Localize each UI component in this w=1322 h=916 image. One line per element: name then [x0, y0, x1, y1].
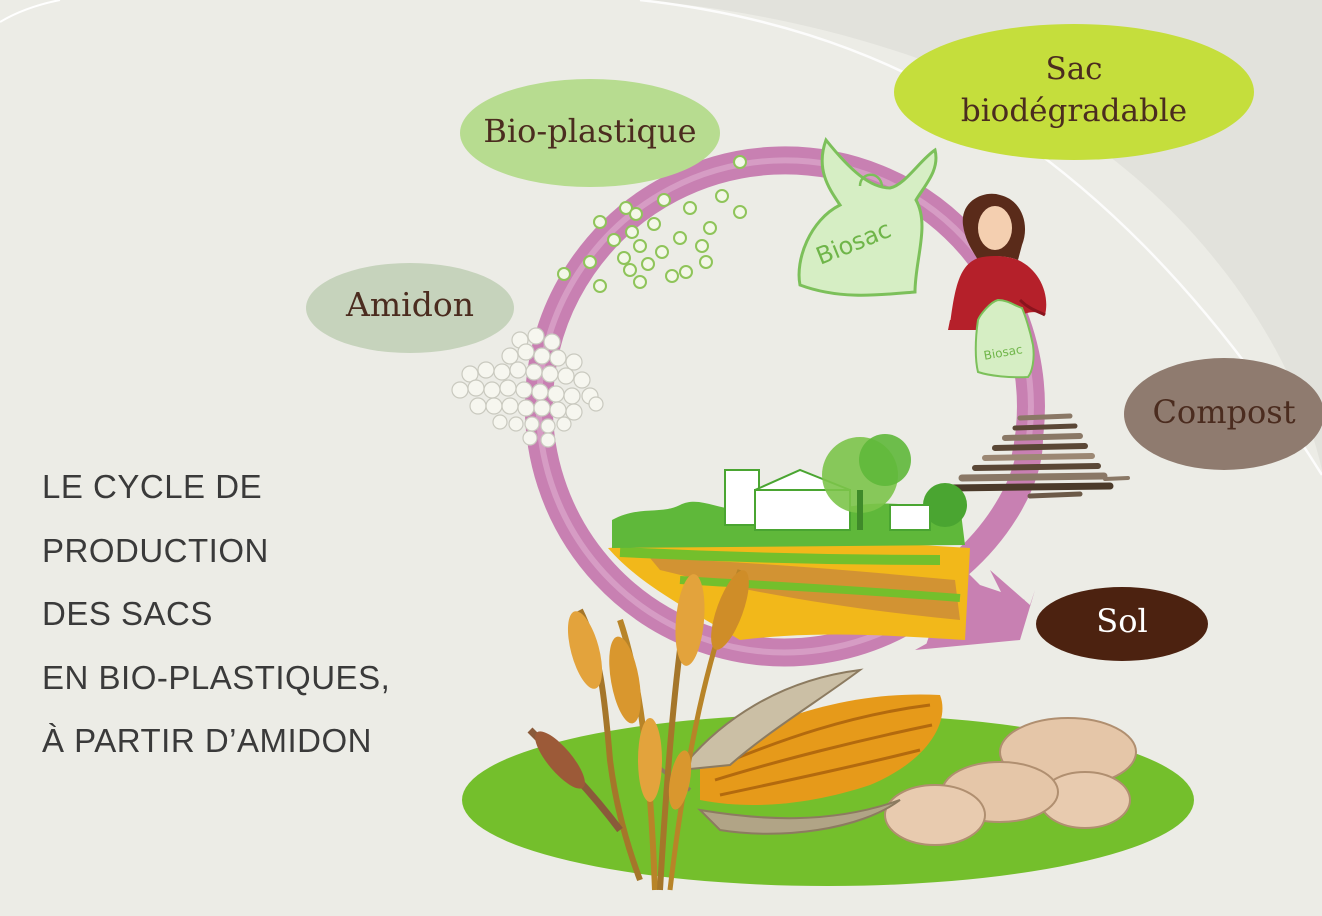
title-line-2: PRODUCTION: [42, 519, 462, 583]
starch-granules-icon: [452, 328, 603, 447]
biodegradable-label: biodégradable: [944, 94, 1204, 130]
compost-pile-icon: [950, 416, 1128, 496]
title-line-1: LE CYCLE DE: [42, 455, 462, 519]
diagram-title: LE CYCLE DE PRODUCTION DES SACS EN BIO-P…: [42, 455, 462, 773]
amidon-label: Amidon: [320, 286, 500, 324]
sol-label: Sol: [1062, 603, 1182, 640]
sac-label: Sac: [944, 52, 1204, 88]
bioplastique-label: Bio-plastique: [464, 113, 716, 150]
sac-biodegradable-bubble: [894, 24, 1254, 160]
compost-label: Compost: [1134, 394, 1314, 431]
title-line-4: EN BIO-PLASTIQUES,: [42, 646, 462, 710]
title-line-3: DES SACS: [42, 582, 462, 646]
title-line-5: À PARTIR D’AMIDON: [42, 709, 462, 773]
